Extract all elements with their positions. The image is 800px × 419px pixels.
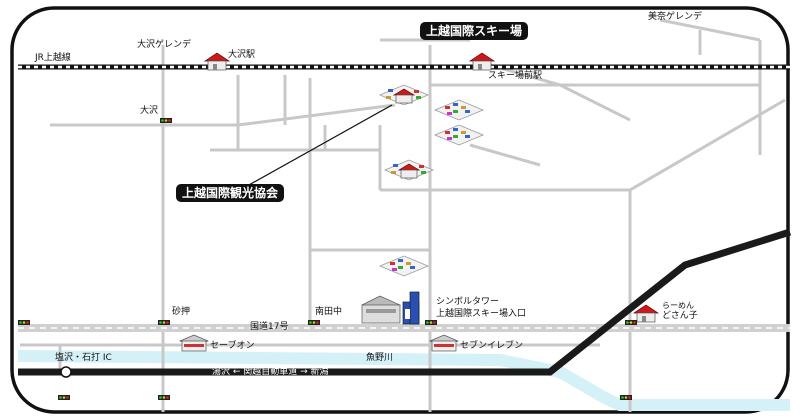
- traffic-light-icon: [625, 320, 637, 325]
- osawa-label: 大沢: [140, 106, 159, 116]
- jr-line-label: JR上越線: [35, 53, 71, 63]
- misawa-gelande-label: 美奈ゲレンデ: [648, 12, 703, 22]
- sunaoshi-label: 砂押: [172, 307, 191, 317]
- shiozawa-ic-label: 塩沢・石打 IC: [55, 353, 112, 363]
- expressway-label: 湯沢 ← 関越自動車道 → 新潟: [212, 367, 329, 377]
- traffic-light-icon: [18, 320, 30, 325]
- symbol-tower-label: シンボルタワー: [436, 297, 500, 307]
- ramen-label: らーめん: [662, 301, 694, 310]
- tourism-assoc-leader: [239, 104, 393, 191]
- traffic-light-icon: [160, 118, 172, 123]
- traffic-light-icon: [158, 395, 170, 400]
- traffic-light-icon: [425, 320, 437, 325]
- traffic-light-icon: [620, 395, 632, 400]
- traffic-light-icon: [158, 320, 170, 325]
- save-on-label: セーブオン: [210, 341, 255, 351]
- seven-eleven-label: セブンイレブン: [460, 341, 524, 351]
- ski-resort-title: 上越国際スキー場: [420, 22, 529, 40]
- traffic-light-icon: [58, 395, 70, 400]
- minamidanaka-label: 南田中: [315, 307, 343, 317]
- tourism-assoc-title: 上越国際観光協会: [176, 184, 285, 202]
- osawa-gelande-label: 大沢ゲレンデ: [137, 40, 192, 50]
- kanetsu-expressway: [18, 228, 792, 376]
- ramen-shop-label: どさん子: [662, 311, 698, 321]
- ski-entrance-label: 上越国際スキー場入口: [436, 309, 527, 319]
- map-frame: [10, 6, 790, 414]
- ic-marker-icon: [60, 366, 72, 378]
- ski-station-label: スキー場前駅: [488, 71, 543, 81]
- traffic-light-icon: [308, 320, 320, 325]
- symbol-tower-icon: [361, 291, 420, 325]
- route17-label: 国道17号: [250, 322, 289, 332]
- uonogawa-label: 魚野川: [366, 353, 394, 363]
- uonogawa-river: [17, 350, 790, 411]
- local-roads: [20, 18, 786, 412]
- osawa-station-label: 大沢駅: [228, 50, 256, 60]
